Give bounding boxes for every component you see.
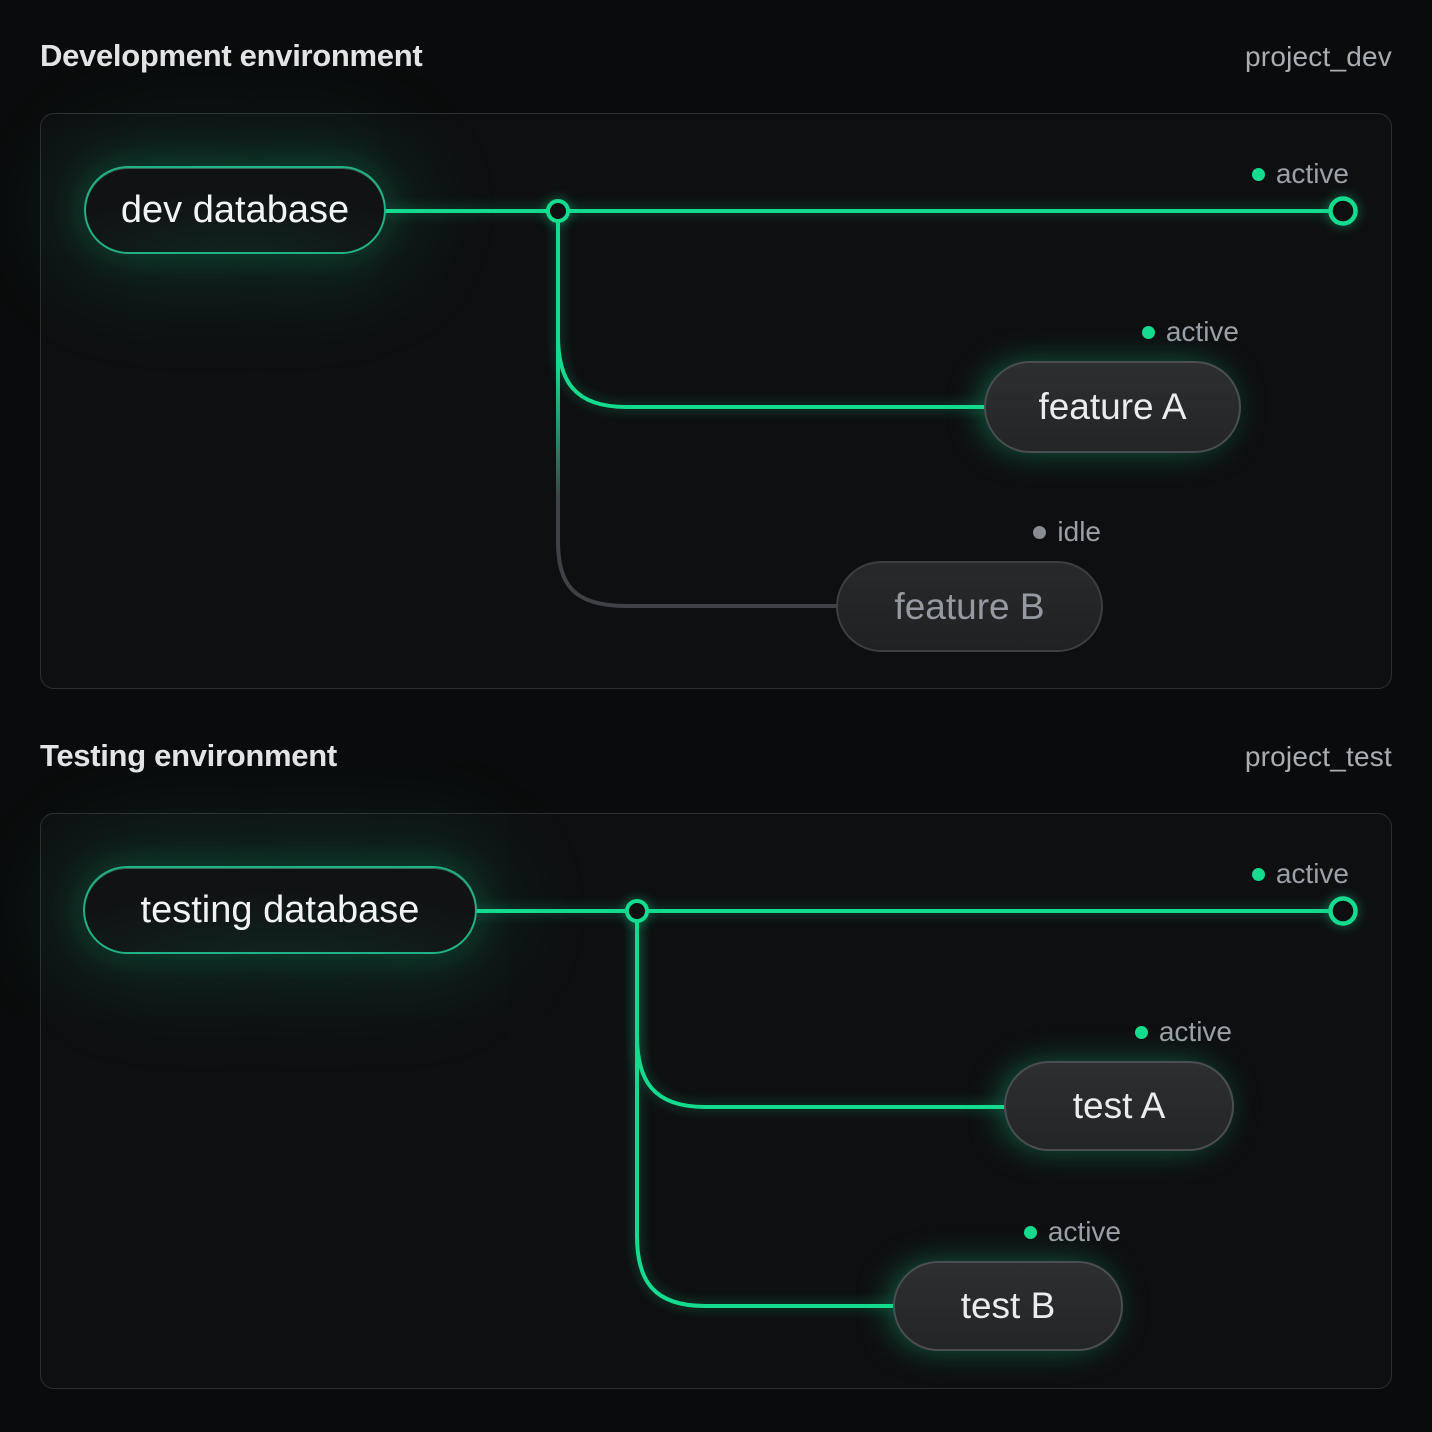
branch-node-test-a[interactable]: test A bbox=[1004, 1061, 1234, 1151]
line-endpoint-icon bbox=[1328, 896, 1358, 926]
status-label: active bbox=[1158, 1016, 1232, 1047]
branch-node-feature-b[interactable]: feature B bbox=[836, 561, 1103, 652]
status-dot-icon bbox=[1251, 867, 1265, 881]
database-node-dev[interactable]: dev database bbox=[84, 166, 386, 254]
section-title-test: Testing environment bbox=[40, 738, 337, 773]
status-dot-icon bbox=[1033, 525, 1047, 539]
branch-line-test-b bbox=[635, 909, 895, 1308]
branch-node-label: test B bbox=[960, 1285, 1056, 1326]
status-label: active bbox=[1275, 858, 1349, 889]
status-dot-icon bbox=[1141, 325, 1155, 339]
branch-node-label: feature B bbox=[894, 585, 1045, 627]
branch-line-feature-a bbox=[556, 209, 986, 409]
status-label: active bbox=[1275, 158, 1349, 189]
project-label-test: project_test bbox=[1244, 741, 1392, 772]
environment-panel-test: testing database active active test A ac… bbox=[40, 813, 1392, 1389]
environment-panel-dev: dev database active active feature A idl… bbox=[40, 113, 1392, 689]
status-badge-main-dev: active bbox=[1251, 158, 1349, 190]
status-label: active bbox=[1047, 1216, 1121, 1247]
status-badge-test-b: active bbox=[1023, 1216, 1121, 1248]
branch-line-feature-b bbox=[556, 209, 838, 608]
branch-line-test-a bbox=[635, 909, 1006, 1109]
status-dot-icon bbox=[1251, 167, 1265, 181]
status-badge-main-test: active bbox=[1251, 858, 1349, 890]
branch-node-label: test A bbox=[1072, 1085, 1166, 1126]
database-node-label: dev database bbox=[120, 188, 350, 231]
database-node-label: testing database bbox=[140, 888, 420, 931]
status-badge-feature-a: active bbox=[1141, 316, 1239, 348]
status-badge-test-a: active bbox=[1134, 1016, 1232, 1048]
section-title-dev: Development environment bbox=[40, 38, 423, 73]
test-env-header: Testing environment project_test bbox=[40, 738, 1392, 778]
branch-node-feature-a[interactable]: feature A bbox=[984, 361, 1241, 453]
branch-node-test-b[interactable]: test B bbox=[893, 1261, 1123, 1351]
status-label: active bbox=[1165, 316, 1239, 347]
project-label-dev: project_dev bbox=[1245, 41, 1392, 72]
status-dot-icon bbox=[1134, 1025, 1148, 1039]
line-endpoint-icon bbox=[1328, 196, 1358, 226]
branch-point-icon bbox=[546, 199, 570, 223]
status-dot-icon bbox=[1023, 1225, 1037, 1239]
dev-env-header: Development environment project_dev bbox=[40, 38, 1392, 78]
database-node-test[interactable]: testing database bbox=[83, 866, 477, 954]
status-badge-feature-b: idle bbox=[1033, 516, 1101, 548]
status-label: idle bbox=[1057, 516, 1101, 547]
branch-node-label: feature A bbox=[1038, 386, 1187, 427]
branch-point-icon bbox=[625, 899, 649, 923]
